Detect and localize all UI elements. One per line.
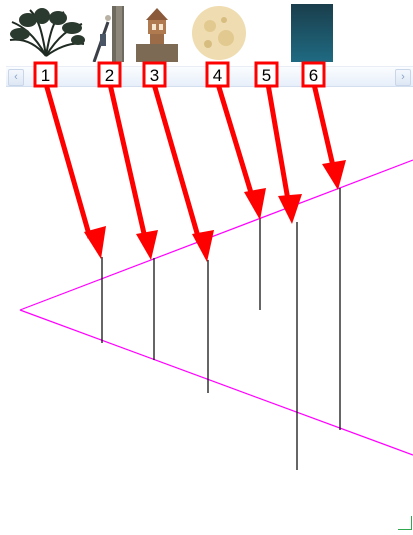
- badge-4: [205, 61, 230, 88]
- badge-5: [254, 61, 279, 88]
- upper-guide-line: [19, 159, 413, 311]
- climber-thumbnail[interactable]: [90, 4, 130, 62]
- badge-3: [142, 61, 167, 88]
- arrow-1: [43, 83, 93, 239]
- badge-label-6: 6: [309, 66, 318, 85]
- badge-1: [33, 61, 58, 88]
- thumbnail-strip: [0, 0, 413, 66]
- arrow-4: [215, 83, 255, 197]
- arrow-3: [151, 83, 202, 241]
- resize-corner-marker: [398, 516, 412, 530]
- badge-label-4: 4: [213, 66, 222, 85]
- lower-guide-line: [19, 309, 413, 456]
- tower-thumbnail[interactable]: [132, 4, 182, 62]
- badge-label-1: 1: [41, 66, 50, 85]
- palm-fern-thumbnail[interactable]: [6, 4, 86, 62]
- chevron-left-icon[interactable]: ‹: [8, 69, 24, 86]
- badge-label-5: 5: [262, 66, 271, 85]
- badge-2: [97, 61, 122, 88]
- arrow-5: [265, 83, 291, 201]
- arrowhead-1: [84, 226, 106, 259]
- arrowhead-6: [322, 160, 346, 190]
- arrowhead-5: [278, 194, 302, 224]
- dark-water-thumbnail[interactable]: [291, 4, 333, 62]
- arrowhead-2: [136, 230, 158, 260]
- badge-6: [301, 61, 326, 88]
- arrowhead-3: [192, 230, 214, 262]
- arrow-6: [311, 83, 336, 167]
- badge-label-3: 3: [150, 66, 159, 85]
- badge-label-2: 2: [105, 66, 114, 85]
- arrow-2: [107, 83, 148, 239]
- arrowhead-4: [244, 188, 266, 220]
- moon-thumbnail[interactable]: [190, 4, 248, 62]
- chevron-right-icon[interactable]: ›: [395, 69, 411, 86]
